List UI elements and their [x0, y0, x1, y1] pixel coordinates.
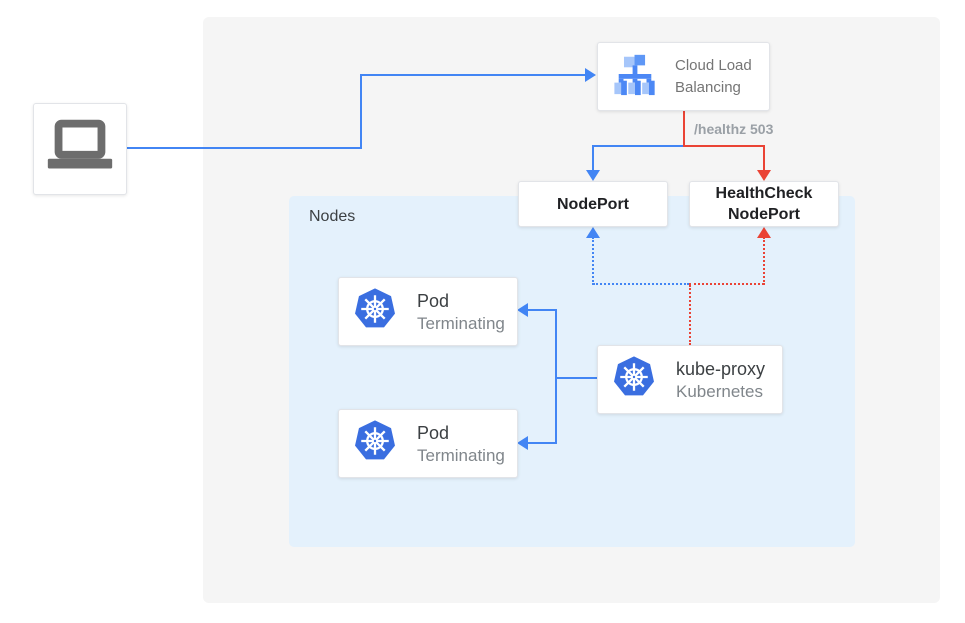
edge-kubeproxy-nodeport-arrowhead [586, 227, 600, 238]
edge-kubeproxy-up-segment [689, 285, 691, 345]
pod-status: Terminating [417, 445, 505, 465]
kubernetes-icon [353, 287, 397, 336]
nodeport-node: NodePort [518, 181, 668, 227]
edge-kubeproxy-pod1-segment [528, 309, 556, 311]
edge-kubeproxy-nodeport-segment-2 [592, 237, 594, 285]
cloud-load-balancing-label: Cloud Load Balancing [675, 56, 752, 96]
kube-proxy-node: kube-proxy Kubernetes [597, 345, 783, 414]
edge-client-to-lb-segment-3 [360, 74, 586, 76]
edge-kubeproxy-pods-segment-1 [556, 377, 597, 379]
client-node [33, 103, 127, 195]
pod-title: Pod [417, 290, 450, 311]
nodeport-label: NodePort [557, 195, 629, 213]
edge-client-to-lb-segment-1 [127, 147, 362, 149]
cloud-load-balancing-icon [612, 51, 658, 102]
edge-lb-nodeport-segment-2 [592, 147, 594, 171]
healthcheck-nodeport-label: HealthCheck NodePort [715, 185, 813, 223]
edge-lb-healthcheck-segment-2 [683, 145, 765, 147]
edge-kubeproxy-pods-segment-2 [555, 309, 557, 444]
edge-kubeproxy-healthcheck-arrowhead [757, 227, 771, 238]
edge-kubeproxy-pod2-segment [528, 442, 556, 444]
healthz-status-label: /healthz 503 [694, 121, 774, 137]
edge-client-to-lb-segment-2 [360, 74, 362, 149]
kube-proxy-subtitle: Kubernetes [676, 381, 763, 401]
edge-lb-nodeport-segment-1 [592, 145, 683, 147]
edge-lb-healthcheck-segment-3 [763, 147, 765, 171]
nodes-group-label: Nodes [309, 208, 356, 225]
healthcheck-nodeport-node: HealthCheck NodePort [689, 181, 839, 227]
kube-proxy-title: kube-proxy [676, 358, 766, 379]
edge-kubeproxy-healthcheck-segment-1 [689, 283, 764, 285]
edge-kubeproxy-pod2-arrowhead [517, 436, 528, 450]
edge-kubeproxy-pod1-arrowhead [517, 303, 528, 317]
edge-lb-nodeport-arrowhead [586, 170, 600, 181]
edge-lb-healthcheck-arrowhead [757, 170, 771, 181]
edge-kubeproxy-healthcheck-segment-2 [763, 237, 765, 285]
cloud-load-balancing-node: Cloud Load Balancing [597, 42, 770, 111]
edge-kubeproxy-nodeport-segment-1 [593, 283, 689, 285]
pod-node-2: Pod Terminating [338, 409, 518, 478]
edge-lb-healthcheck-segment-1 [683, 111, 685, 147]
pod-status: Terminating [417, 313, 505, 333]
kubernetes-icon [353, 419, 397, 468]
pod-title: Pod [417, 422, 450, 443]
pod-node-1: Pod Terminating [338, 277, 518, 346]
laptop-icon [41, 118, 119, 181]
edge-client-to-lb-arrowhead [585, 68, 596, 82]
kubernetes-icon [612, 355, 656, 404]
